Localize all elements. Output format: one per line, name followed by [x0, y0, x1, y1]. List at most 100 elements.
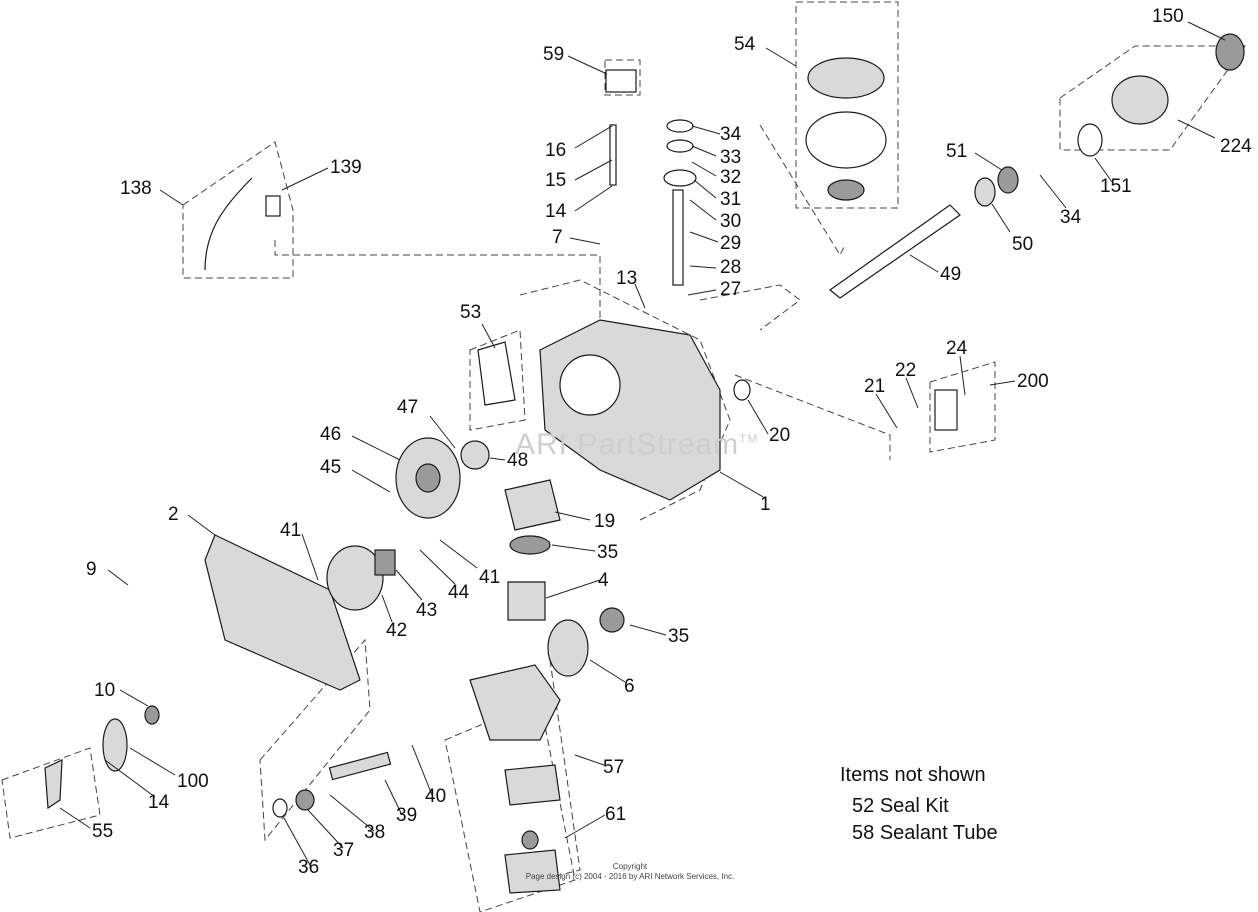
block-19: [504, 479, 561, 531]
gear-43: [374, 549, 396, 576]
bearing-31: [663, 169, 697, 187]
fan-54: [805, 111, 887, 169]
callout-1: 1: [760, 494, 771, 515]
callout-21: 21: [864, 376, 885, 397]
callout-22: 22: [895, 360, 916, 381]
shaft-39: [328, 751, 392, 781]
gear-37: [295, 789, 315, 811]
callout-57: 57: [603, 757, 624, 778]
axle-49: [829, 204, 961, 299]
callout-53: 53: [460, 302, 481, 323]
seal-35-right: [599, 607, 625, 633]
callout-224: 224: [1220, 136, 1252, 157]
note-label: Sealant Tube: [879, 822, 998, 844]
leader-lines: [59, 21, 1226, 866]
callout-100: 100: [177, 771, 209, 792]
ring-33: [666, 139, 694, 153]
parts: [44, 33, 1245, 894]
items-not-shown-heading: Items not shown: [840, 764, 986, 786]
bearing-48: [460, 440, 490, 470]
callout-16: 16: [545, 140, 566, 161]
callout-36: 36: [298, 857, 319, 878]
hub-54: [827, 179, 865, 201]
center-section-57: [469, 664, 561, 741]
callout-33: 33: [720, 147, 741, 168]
hub-224: [1111, 75, 1169, 125]
callout-139: 139: [330, 157, 362, 178]
callout-14-lower: 14: [148, 792, 170, 813]
callout-30: 30: [720, 211, 741, 232]
callout-32: 32: [720, 167, 741, 188]
callout-34-right: 34: [1060, 207, 1082, 228]
callout-2: 2: [168, 504, 179, 525]
callout-27: 27: [720, 279, 741, 300]
callout-14-top: 14: [545, 201, 567, 222]
lever-55: [44, 759, 63, 810]
seal-51: [997, 166, 1019, 194]
callout-55: 55: [92, 821, 113, 842]
note-row: 52 Seal Kit: [840, 793, 998, 820]
callout-9: 9: [86, 559, 97, 580]
callout-4: 4: [598, 570, 609, 591]
seal-20: [733, 379, 751, 401]
dipstick-tube: [204, 177, 253, 271]
cover-53: [477, 341, 516, 406]
callout-61: 61: [605, 804, 626, 825]
cylinder-6: [547, 619, 589, 677]
trademark-mark: TM: [739, 432, 759, 446]
callout-54: 54: [734, 34, 756, 55]
watermark: ARI PartStreamTM: [515, 428, 758, 462]
bearing-150: [1215, 33, 1245, 71]
housing-1: [539, 319, 721, 501]
watermark-text: ARI PartStream: [515, 428, 740, 461]
callout-20: 20: [769, 425, 790, 446]
callout-24: 24: [946, 338, 968, 359]
copyright-title: Copyright: [612, 862, 648, 871]
bushing-151: [1077, 123, 1103, 157]
pulley-54: [807, 57, 885, 99]
cylinder-4: [507, 581, 546, 621]
items-not-shown: Items not shown 52 Seal Kit 58 Sealant T…: [840, 764, 998, 847]
bearing-50: [974, 177, 996, 207]
callout-35-right: 35: [668, 626, 689, 647]
callout-138: 138: [120, 178, 152, 199]
callout-150: 150: [1152, 6, 1184, 27]
gear-46-hub: [415, 463, 441, 493]
callout-47: 47: [397, 397, 418, 418]
valve-61: [521, 830, 539, 850]
housing-bore: [559, 354, 621, 416]
fitting-139: [265, 195, 281, 217]
callout-41-lower: 41: [479, 567, 500, 588]
callout-46: 46: [320, 424, 341, 445]
valve-plate-61: [504, 764, 561, 806]
copyright-text: Page design (c) 2004 - 2016 by ARI Netwo…: [525, 872, 735, 881]
pin-15: [609, 124, 617, 186]
callout-37: 37: [333, 840, 354, 861]
bearing-10: [144, 705, 160, 725]
callout-51: 51: [946, 141, 967, 162]
callout-50: 50: [1012, 234, 1033, 255]
callout-48: 48: [507, 450, 528, 471]
callout-28: 28: [720, 257, 741, 278]
washer-36: [272, 798, 288, 818]
callout-43: 43: [416, 600, 437, 621]
callout-44: 44: [448, 582, 470, 603]
valve-plate-61-lower: [504, 849, 561, 894]
callout-labels: 150 54 59 224 34 16 33 139 32 15 51 138 …: [86, 6, 1252, 878]
sprocket-100: [102, 718, 128, 772]
callout-40: 40: [425, 786, 446, 807]
washer-34: [666, 119, 694, 133]
callout-6: 6: [624, 676, 635, 697]
callout-39: 39: [396, 805, 417, 826]
callout-34: 34: [720, 124, 742, 145]
callout-59: 59: [543, 44, 564, 65]
callout-49: 49: [940, 264, 961, 285]
callout-7: 7: [552, 227, 563, 248]
gear-42: [326, 545, 384, 611]
note-number: 52: [852, 795, 875, 817]
callout-45: 45: [320, 457, 341, 478]
callout-35-upper: 35: [597, 542, 618, 563]
callout-38: 38: [364, 822, 385, 843]
bracket-24: [934, 389, 958, 431]
